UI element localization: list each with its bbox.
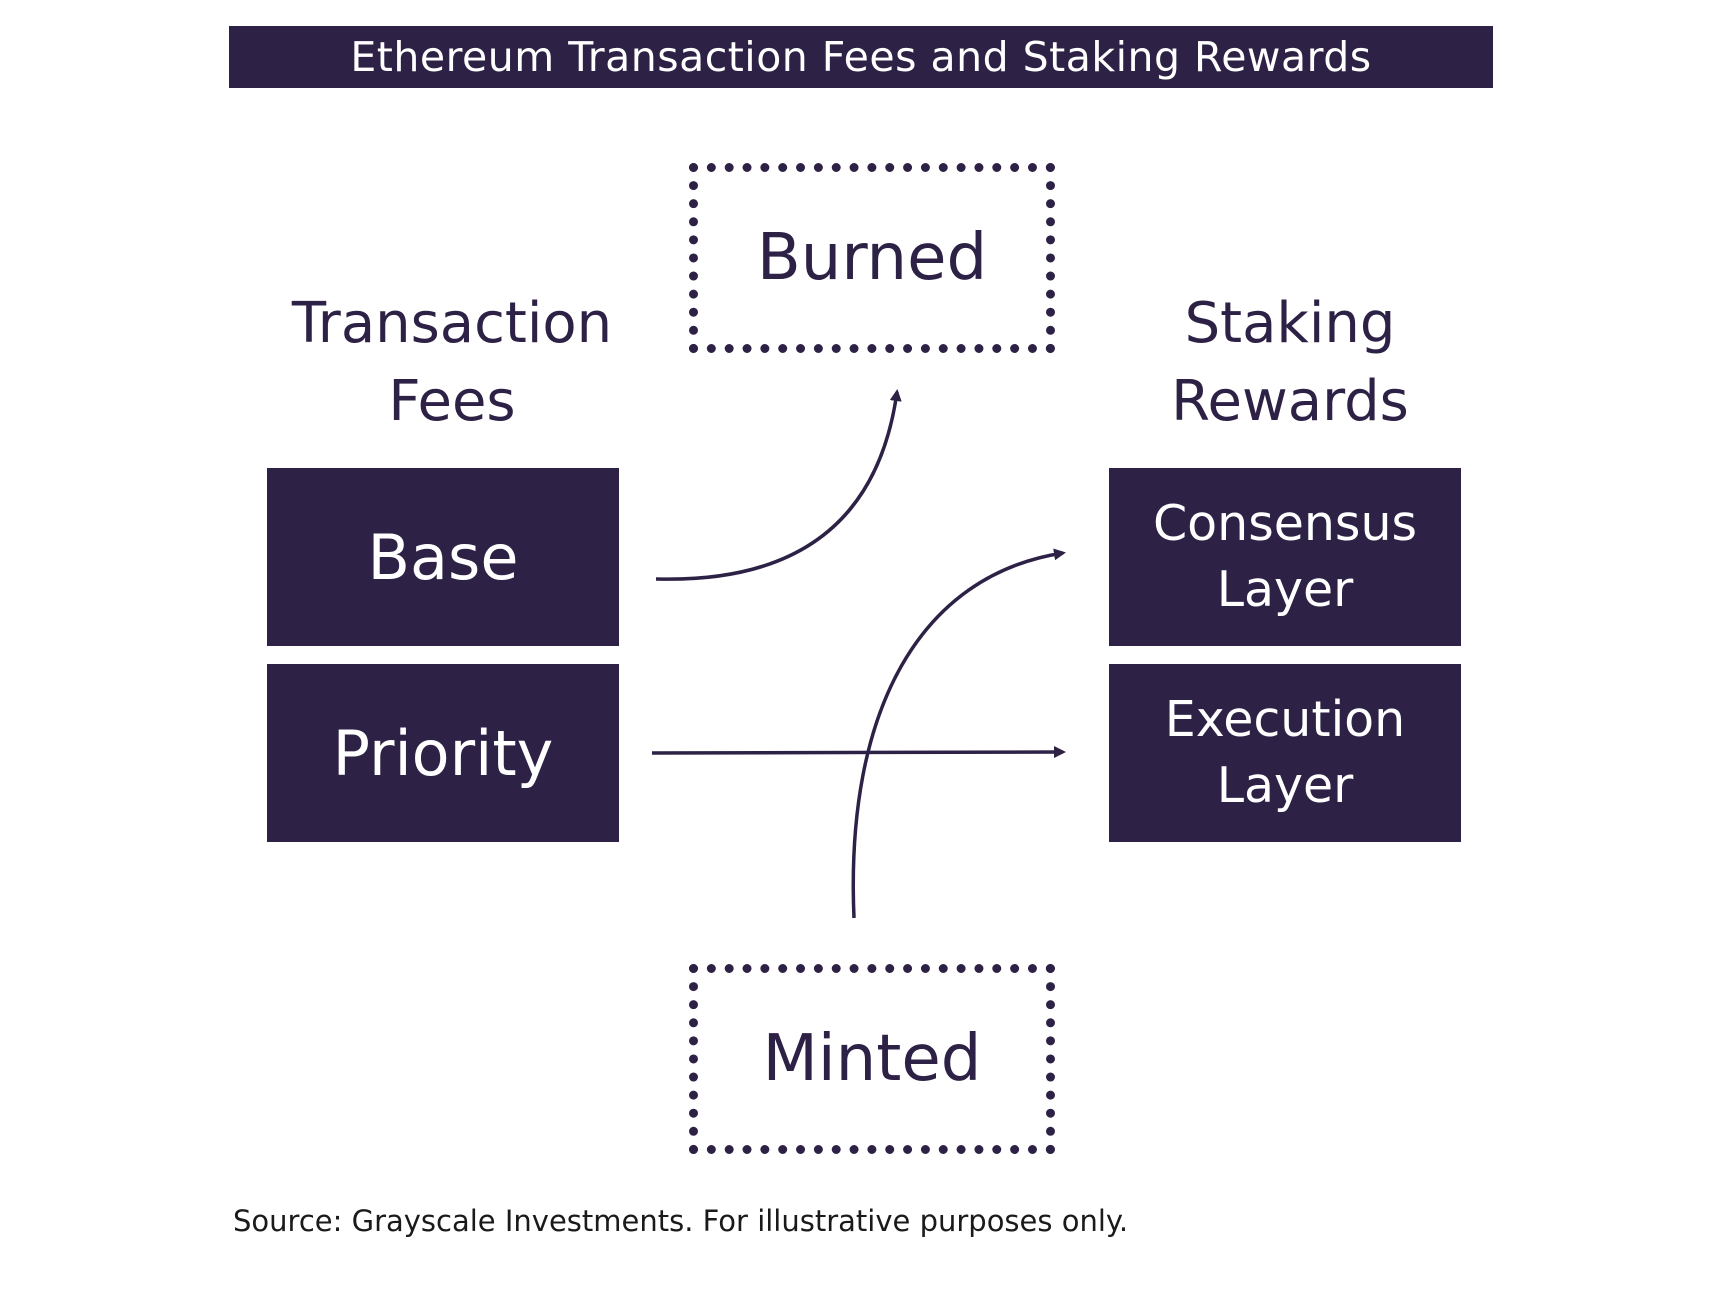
transaction-fees-heading: Transaction Fees [262, 285, 642, 441]
staking-rewards-heading-line-1: Staking [1184, 291, 1396, 356]
base-fee-box: Base [267, 468, 619, 646]
priority-fee-label: Priority [332, 716, 554, 790]
base-to-burned-arrow [655, 389, 902, 581]
transaction-fees-heading-line-2: Fees [388, 369, 516, 434]
staking-rewards-heading-line-2: Rewards [1171, 369, 1409, 434]
burned-box: Burned [689, 163, 1055, 353]
consensus-layer-label-line-1: Consensus [1152, 495, 1418, 552]
execution-layer-box: Execution Layer [1109, 664, 1461, 842]
diagram-title: Ethereum Transaction Fees and Staking Re… [229, 26, 1493, 88]
execution-layer-label-line-1: Execution [1164, 691, 1406, 748]
source-note: Source: Grayscale Investments. For illus… [233, 1204, 1129, 1238]
staking-rewards-heading: Staking Rewards [1100, 285, 1480, 441]
priority-to-execution-arrow [651, 746, 1066, 759]
consensus-layer-label-line-2: Layer [1216, 561, 1354, 618]
minted-box: Minted [689, 964, 1055, 1154]
priority-fee-box: Priority [267, 664, 619, 842]
execution-layer-label-line-2: Layer [1216, 757, 1354, 814]
consensus-layer-box: Consensus Layer [1109, 468, 1461, 646]
base-fee-label: Base [367, 520, 519, 594]
minted-to-consensus-arrow [851, 548, 1066, 919]
transaction-fees-heading-line-1: Transaction [291, 291, 613, 356]
